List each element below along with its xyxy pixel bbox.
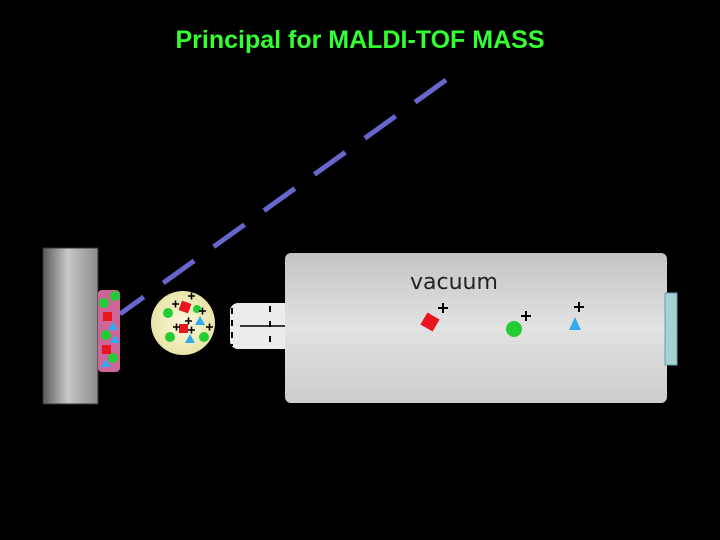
flying-ions: [420, 302, 584, 337]
detector: [664, 292, 678, 366]
diagram-title: Principal for MALDI-TOF MASS: [175, 26, 545, 54]
sample-plate: [42, 247, 99, 405]
flight-tube: [285, 253, 667, 403]
vacuum-label: vacuum: [410, 270, 498, 295]
ion-plume: [151, 291, 215, 355]
laser-beam: [118, 77, 448, 317]
sample-spot: [98, 290, 120, 372]
